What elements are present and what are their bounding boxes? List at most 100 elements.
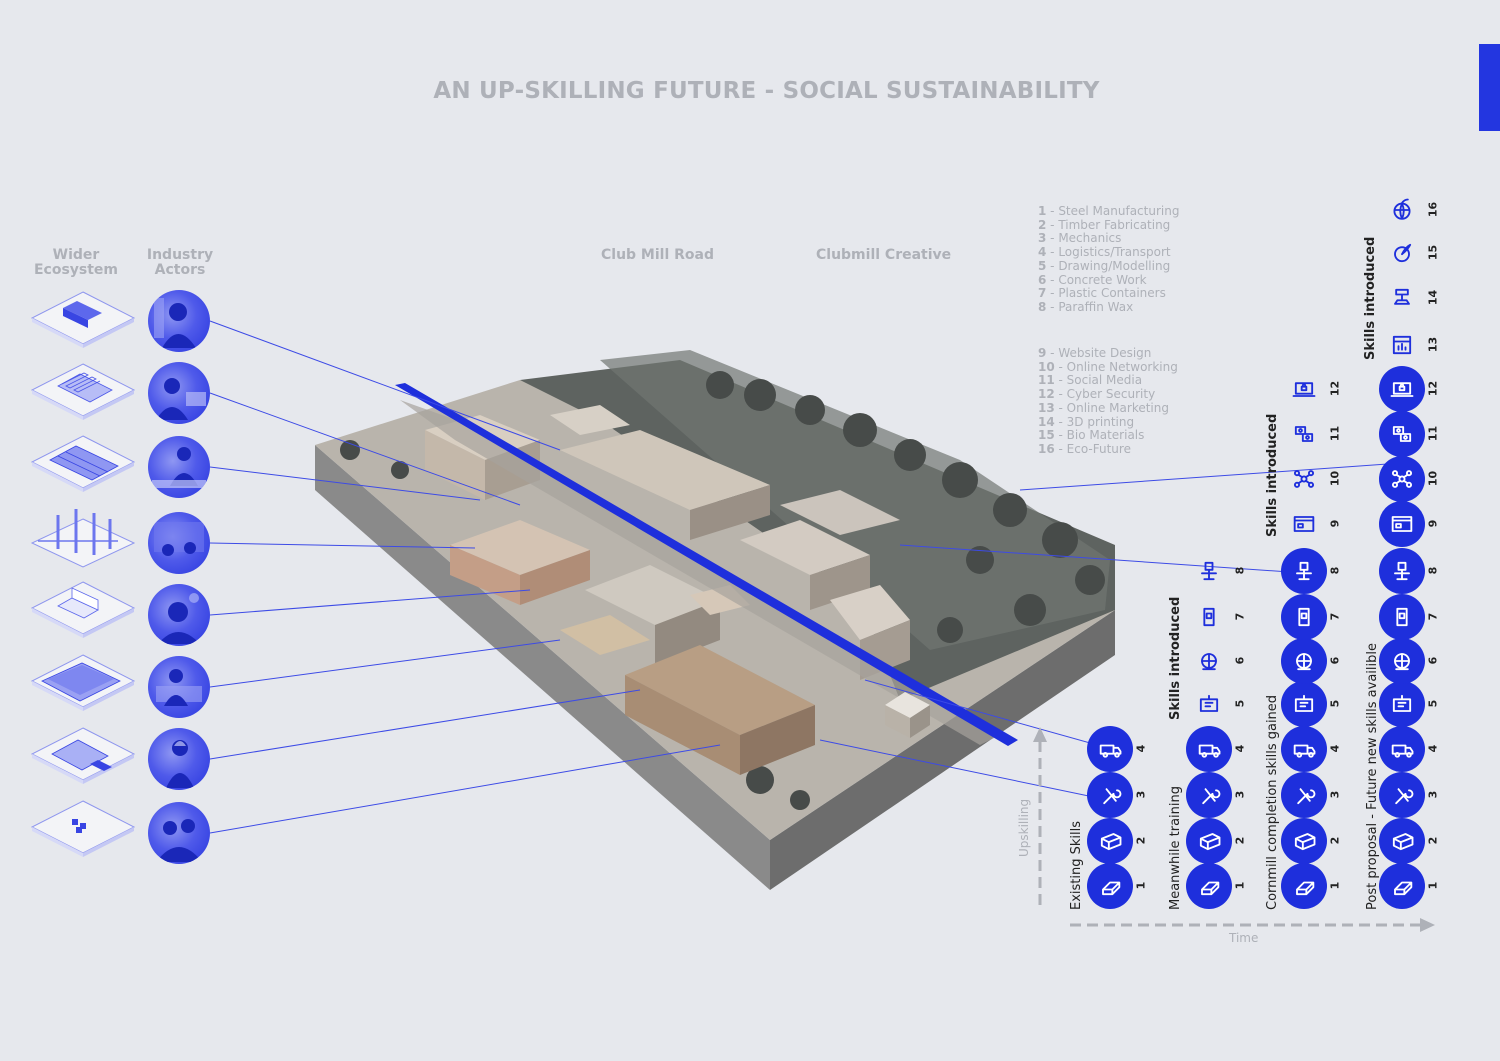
upskilling-arrowhead: [1033, 727, 1047, 742]
connector-line: [209, 689, 641, 760]
3d-printer-icon: [1379, 275, 1425, 321]
drafting-icon: [1379, 681, 1425, 727]
industry-actor-photo-3: [148, 436, 210, 498]
steel-beam-icon: [1379, 863, 1425, 909]
legend-item: 6 - Concrete Work: [1038, 272, 1147, 287]
site-model-side-right: [770, 610, 1115, 890]
legend-item: 4 - Logistics/Transport: [1038, 245, 1171, 260]
social-media-icon: [1379, 411, 1425, 457]
legend-item: 5 - Drawing/Modelling: [1038, 258, 1171, 273]
timber-icon: [1379, 818, 1425, 864]
network-icon: [1281, 456, 1327, 502]
timber-icon: [1186, 818, 1232, 864]
van-icon: [1379, 726, 1425, 772]
connector-line: [209, 744, 721, 834]
bio-materials-icon: [1379, 230, 1425, 276]
axis-label-time: Time: [1229, 931, 1259, 945]
connector-line: [209, 639, 561, 688]
route-line: [395, 383, 1018, 746]
cyber-security-icon: [1379, 366, 1425, 412]
wrench-icon: [1087, 772, 1133, 818]
wax-dispenser-icon: [1379, 548, 1425, 594]
concrete-mixer-icon: [1281, 638, 1327, 684]
ecosystem-tile-4: [30, 509, 136, 568]
industry-actor-photo-7: [148, 728, 210, 790]
container-icon: [1186, 594, 1232, 640]
wrench-icon: [1186, 772, 1232, 818]
industry-actor-photo-6: [148, 656, 210, 718]
ecosystem-tile-1: [30, 291, 136, 348]
drafting-icon: [1186, 681, 1232, 727]
ecosystem-tile-3: [30, 435, 136, 492]
website-icon: [1281, 501, 1327, 547]
industry-actor-photo-4: [148, 512, 210, 574]
column-heading-industry-actors: Industry Actors: [146, 247, 214, 278]
ecosystem-tile-7: [30, 727, 136, 784]
legend-item: 14 - 3D printing: [1038, 414, 1135, 429]
van-icon: [1087, 726, 1133, 772]
wrench-icon: [1281, 772, 1327, 818]
container-icon: [1281, 594, 1327, 640]
connector-line: [899, 544, 1305, 574]
website-icon: [1379, 501, 1425, 547]
connector-line: [209, 392, 521, 506]
container-icon: [1379, 594, 1425, 640]
legend-item: 8 - Paraffin Wax: [1038, 299, 1134, 314]
concrete-mixer-icon: [1186, 638, 1232, 684]
skills-legend-digital: 9 - Website Design 10 - Online Networkin…: [1038, 346, 1178, 457]
skills-legend-industrial: 1 - Steel Manufacturing 2 - Timber Fabri…: [1038, 204, 1180, 315]
connector-line: [209, 542, 476, 549]
club-mill-road: [400, 400, 1000, 745]
ecosystem-tile-5: [30, 581, 136, 638]
industry-actor-photo-1: [148, 290, 210, 352]
connector-line: [209, 320, 561, 451]
ecosystem-tile-8: [30, 800, 136, 857]
legend-item: 1 - Steel Manufacturing: [1038, 204, 1180, 218]
van-icon: [1186, 726, 1232, 772]
page-title: AN UP-SKILLING FUTURE - SOCIAL SUSTAINAB…: [433, 78, 1100, 104]
legend-item: 7 - Plastic Containers: [1038, 286, 1166, 301]
legend-item: 3 - Mechanics: [1038, 231, 1122, 246]
road-label-clubmill-creative: Clubmill Creative: [816, 247, 952, 263]
steel-beam-icon: [1281, 863, 1327, 909]
column-heading-wider-ecosystem: Wider Ecosystem: [33, 247, 119, 278]
connector-line: [819, 739, 1109, 801]
social-media-icon: [1281, 411, 1327, 457]
eco-globe-icon: [1379, 187, 1425, 233]
cyber-security-icon: [1281, 366, 1327, 412]
legend-item: 13 - Online Marketing: [1038, 400, 1169, 415]
legend-item: 9 - Website Design: [1038, 346, 1152, 360]
legend-item: 12 - Cyber Security: [1038, 387, 1156, 402]
steel-beam-icon: [1186, 863, 1232, 909]
wax-dispenser-icon: [1281, 548, 1327, 594]
industry-actor-photo-5: [148, 584, 210, 646]
wrench-icon: [1379, 772, 1425, 818]
legend-item: 15 - Bio Materials: [1038, 428, 1145, 443]
ecosystem-tile-6: [30, 654, 136, 711]
concrete-mixer-icon: [1379, 638, 1425, 684]
drafting-icon: [1281, 681, 1327, 727]
proposal-unit: [885, 692, 930, 718]
steel-beam-icon: [1087, 863, 1133, 909]
connector-line: [209, 589, 531, 616]
industry-actor-photo-2: [148, 362, 210, 424]
online-marketing-icon: [1379, 322, 1425, 368]
time-arrowhead: [1420, 918, 1435, 932]
legend-item: 10 - Online Networking: [1038, 359, 1178, 374]
network-icon: [1379, 456, 1425, 502]
tree-clusters: [340, 371, 1105, 810]
ecosystem-tile-2: [30, 363, 136, 420]
van-icon: [1281, 726, 1327, 772]
industry-actor-photo-8: [148, 802, 210, 864]
connector-line: [1019, 462, 1403, 491]
legend-item: 16 - Eco-Future: [1038, 441, 1131, 456]
timber-icon: [1281, 818, 1327, 864]
site-model-side-left: [315, 445, 770, 890]
timber-icon: [1087, 818, 1133, 864]
road-label-club-mill: Club Mill Road: [601, 247, 715, 263]
accent-tab: [1479, 44, 1500, 131]
connector-line: [864, 679, 1109, 749]
